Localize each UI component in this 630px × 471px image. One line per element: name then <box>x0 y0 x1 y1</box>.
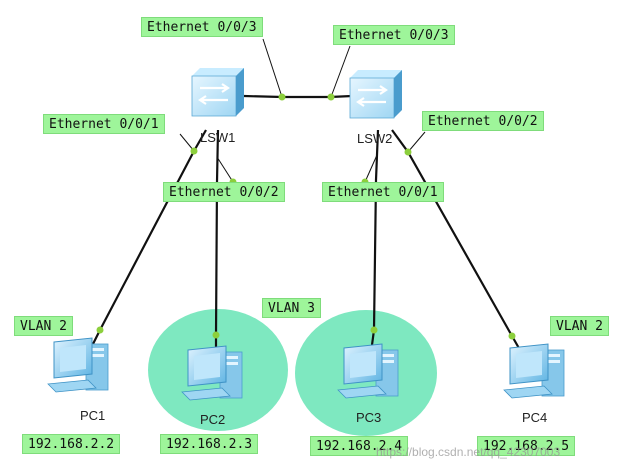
connector-sw2-e2 <box>407 131 426 153</box>
link-sw1-pc2 <box>214 129 220 350</box>
pc-label-pc4: PC4 <box>522 410 548 425</box>
port-label-sw1-uplink: Ethernet 0/0/3 <box>141 17 263 37</box>
port-label-sw2-uplink: Ethernet 0/0/3 <box>333 25 455 45</box>
port-dot-sw2-e3 <box>327 93 335 101</box>
port-label-sw1-pc2: Ethernet 0/0/2 <box>163 182 285 202</box>
vlan-label-vlan3: VLAN 3 <box>262 298 321 318</box>
port-label-sw2-pc4: Ethernet 0/0/2 <box>422 111 544 131</box>
link-sw2-pc4 <box>391 129 521 351</box>
pc-icon[interactable] <box>503 343 565 399</box>
ip-label-pc3: 192.168.2.4 <box>310 436 409 456</box>
port-label-sw2-pc3: Ethernet 0/0/1 <box>322 182 444 202</box>
watermark: https://blog.csdn.net/qq_42307003 <box>376 445 561 459</box>
port-dot-sw2-e2 <box>404 148 412 156</box>
connector-sw1-e3 <box>262 38 283 98</box>
pc-icon[interactable] <box>337 343 399 399</box>
switch-icon[interactable] <box>349 70 402 119</box>
vlan-label-pc4: VLAN 2 <box>550 316 609 336</box>
port-dot-pc4 <box>508 332 516 340</box>
vlan-label-pc1: VLAN 2 <box>14 316 73 336</box>
switch-icon[interactable] <box>191 68 244 117</box>
pc-label-pc3: PC3 <box>356 410 382 425</box>
pc-icon[interactable] <box>47 337 109 393</box>
port-dot-pc1 <box>96 326 104 334</box>
port-dot-pc3 <box>370 326 378 334</box>
connector-sw1-e1 <box>179 133 195 152</box>
ip-label-pc2: 192.168.2.3 <box>160 434 259 454</box>
port-dot-sw1-e1 <box>190 147 198 155</box>
ip-label-pc1: 192.168.2.2 <box>22 434 121 454</box>
switch-label-lsw2: LSW2 <box>357 131 393 146</box>
port-dot-sw1-e3 <box>278 93 286 101</box>
pc-icon[interactable] <box>181 345 243 401</box>
pc-label-pc2: PC2 <box>200 412 226 427</box>
ip-label-pc4: 192.168.2.5 <box>477 436 576 456</box>
pc-label-pc1: PC1 <box>80 408 106 423</box>
connector-sw2-e1 <box>364 154 378 183</box>
port-dot-pc2 <box>212 331 220 339</box>
port-label-sw1-pc1: Ethernet 0/0/1 <box>43 114 165 134</box>
link-sw1-sw2 <box>243 94 353 99</box>
switch-label-lsw1: LSW1 <box>200 130 236 145</box>
connector-sw2-e3 <box>330 45 351 98</box>
link-sw1-pc1 <box>91 129 207 347</box>
connector-sw1-e2 <box>216 156 234 183</box>
